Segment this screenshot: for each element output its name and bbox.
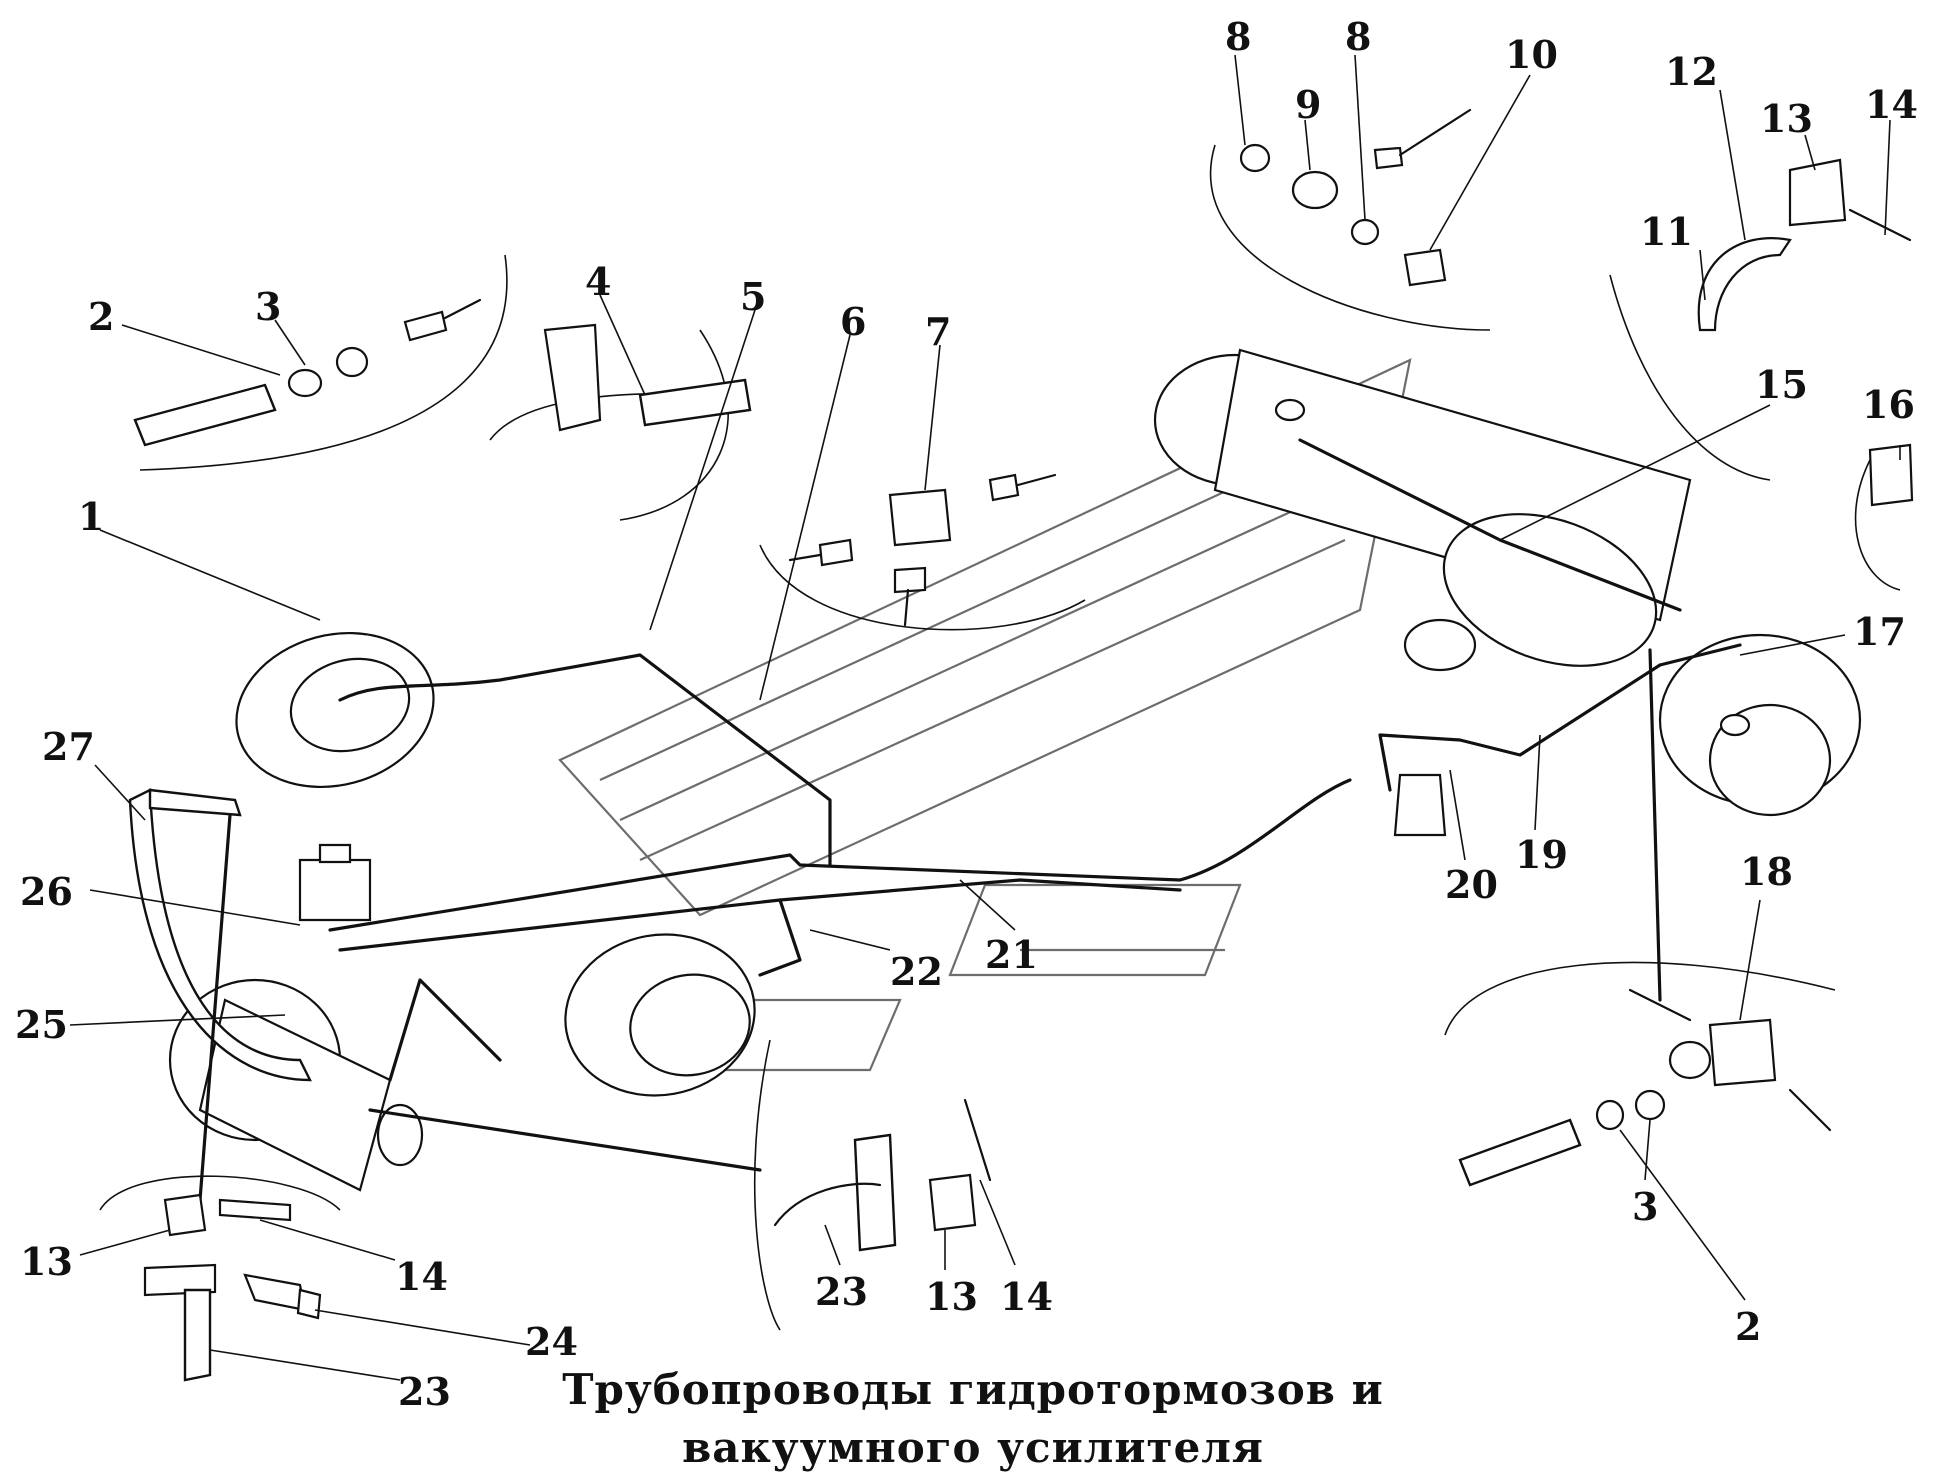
leader-lines	[69, 54, 1901, 1381]
callout-17: 17	[1853, 609, 1906, 654]
callout-25: 25	[15, 1002, 68, 1047]
callout-23-bottom-middle: 23	[815, 1269, 868, 1314]
callout-10: 10	[1505, 32, 1558, 77]
callout-12: 12	[1665, 49, 1718, 94]
callout-14-bottom-middle: 14	[1000, 1274, 1053, 1319]
callout-13-top: 13	[1760, 96, 1813, 141]
callout-9: 9	[1295, 82, 1321, 127]
callout-21: 21	[985, 932, 1038, 977]
callout-19: 19	[1515, 832, 1568, 877]
callout-8-right: 8	[1345, 14, 1371, 59]
callout-6: 6	[840, 299, 866, 344]
callout-2-top: 2	[88, 294, 114, 339]
callout-13-bottom-left: 13	[20, 1239, 73, 1284]
front-left-brake-drum	[235, 631, 435, 789]
callout-26: 26	[20, 869, 73, 914]
front-right-brake-drum	[564, 933, 756, 1097]
brake-pipes	[328, 438, 1742, 1172]
diagram-title-line-2: вакуумного усилителя	[682, 1423, 1264, 1472]
callout-23-bottom-left: 23	[398, 1369, 451, 1414]
callout-11: 11	[1640, 209, 1693, 254]
watermark-logo	[558, 358, 1412, 1072]
callout-7: 7	[925, 309, 951, 354]
callout-16: 16	[1862, 382, 1915, 427]
callout-8-left: 8	[1225, 14, 1251, 59]
callout-14-top: 14	[1865, 82, 1918, 127]
callout-3-top: 3	[255, 284, 281, 329]
vacuum-booster-and-master-cylinder	[128, 788, 424, 1202]
callout-labels: 1 2 3 4 5 6 7 8 8 9 10 11 12 13 14 15 16…	[15, 14, 1918, 1414]
diagram-title-line-1: Трубопроводы гидротормозов и	[562, 1365, 1384, 1414]
callout-27: 27	[42, 724, 95, 769]
callout-22: 22	[890, 949, 943, 994]
callout-24: 24	[525, 1319, 578, 1364]
callout-18: 18	[1740, 849, 1793, 894]
callout-20: 20	[1445, 862, 1498, 907]
callout-4: 4	[585, 259, 611, 304]
exploded-parts	[133, 108, 1914, 1382]
callout-1: 1	[78, 494, 104, 539]
callout-13-bottom-middle: 13	[925, 1274, 978, 1319]
callout-14-bottom-left: 14	[395, 1254, 448, 1299]
callout-3-bottom: 3	[1632, 1184, 1658, 1229]
rear-axle	[1153, 348, 1862, 817]
callout-5: 5	[740, 274, 766, 319]
callout-15: 15	[1755, 362, 1808, 407]
callout-2-bottom: 2	[1735, 1304, 1761, 1349]
